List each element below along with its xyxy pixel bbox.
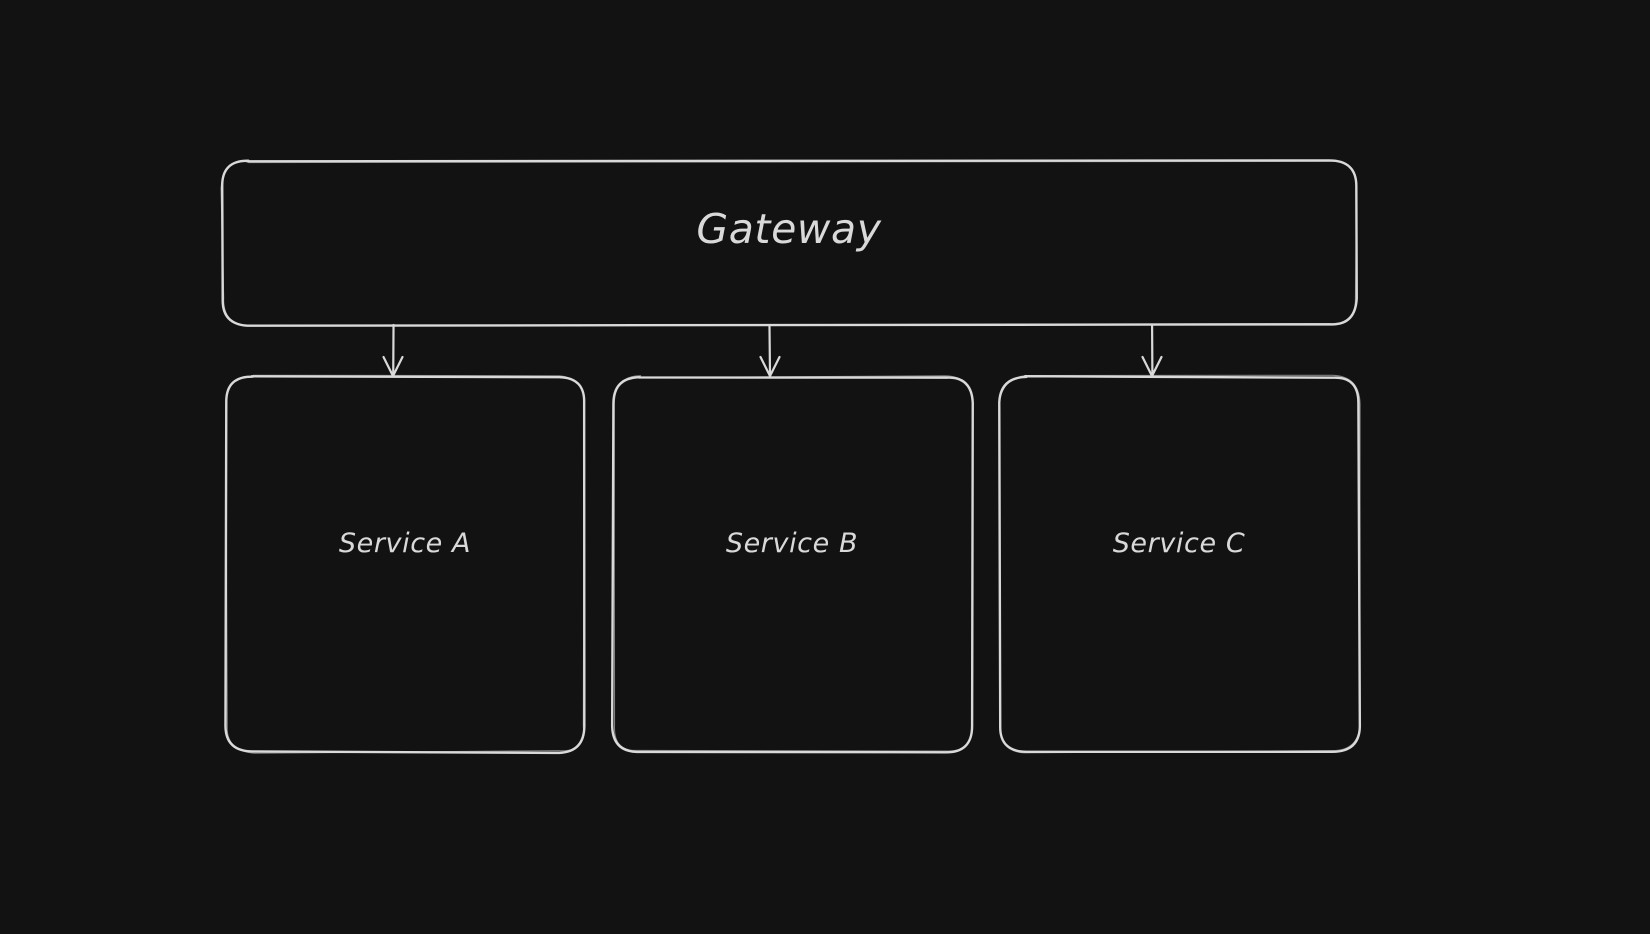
- node-outline-sketch-pass: [998, 374, 1361, 754]
- node-label-service-b: Service B: [726, 528, 858, 559]
- node-label-gateway: Gateway: [696, 205, 881, 253]
- node-service-b[interactable]: Service B: [610, 375, 974, 754]
- node-outline: [224, 375, 586, 755]
- node-outline: [221, 159, 1358, 327]
- edges-layer: [382, 323, 1163, 378]
- node-gateway[interactable]: Gateway: [220, 159, 1358, 327]
- edge-gateway-to-service-b[interactable]: [759, 323, 781, 378]
- node-outline: [998, 375, 1362, 754]
- edge-gateway-to-service-a[interactable]: [382, 323, 404, 378]
- node-service-c[interactable]: Service C: [998, 374, 1362, 754]
- node-label-service-a: Service A: [339, 528, 471, 559]
- node-service-a[interactable]: Service A: [224, 374, 586, 755]
- edge-gateway-to-service-c[interactable]: [1141, 323, 1163, 378]
- node-outline-sketch-pass: [225, 374, 585, 754]
- node-outline-sketch-pass: [613, 375, 974, 752]
- arrowhead-icon: [759, 355, 781, 378]
- node-outline: [610, 375, 974, 754]
- node-label-service-c: Service C: [1113, 528, 1246, 559]
- edge-line: [768, 323, 772, 378]
